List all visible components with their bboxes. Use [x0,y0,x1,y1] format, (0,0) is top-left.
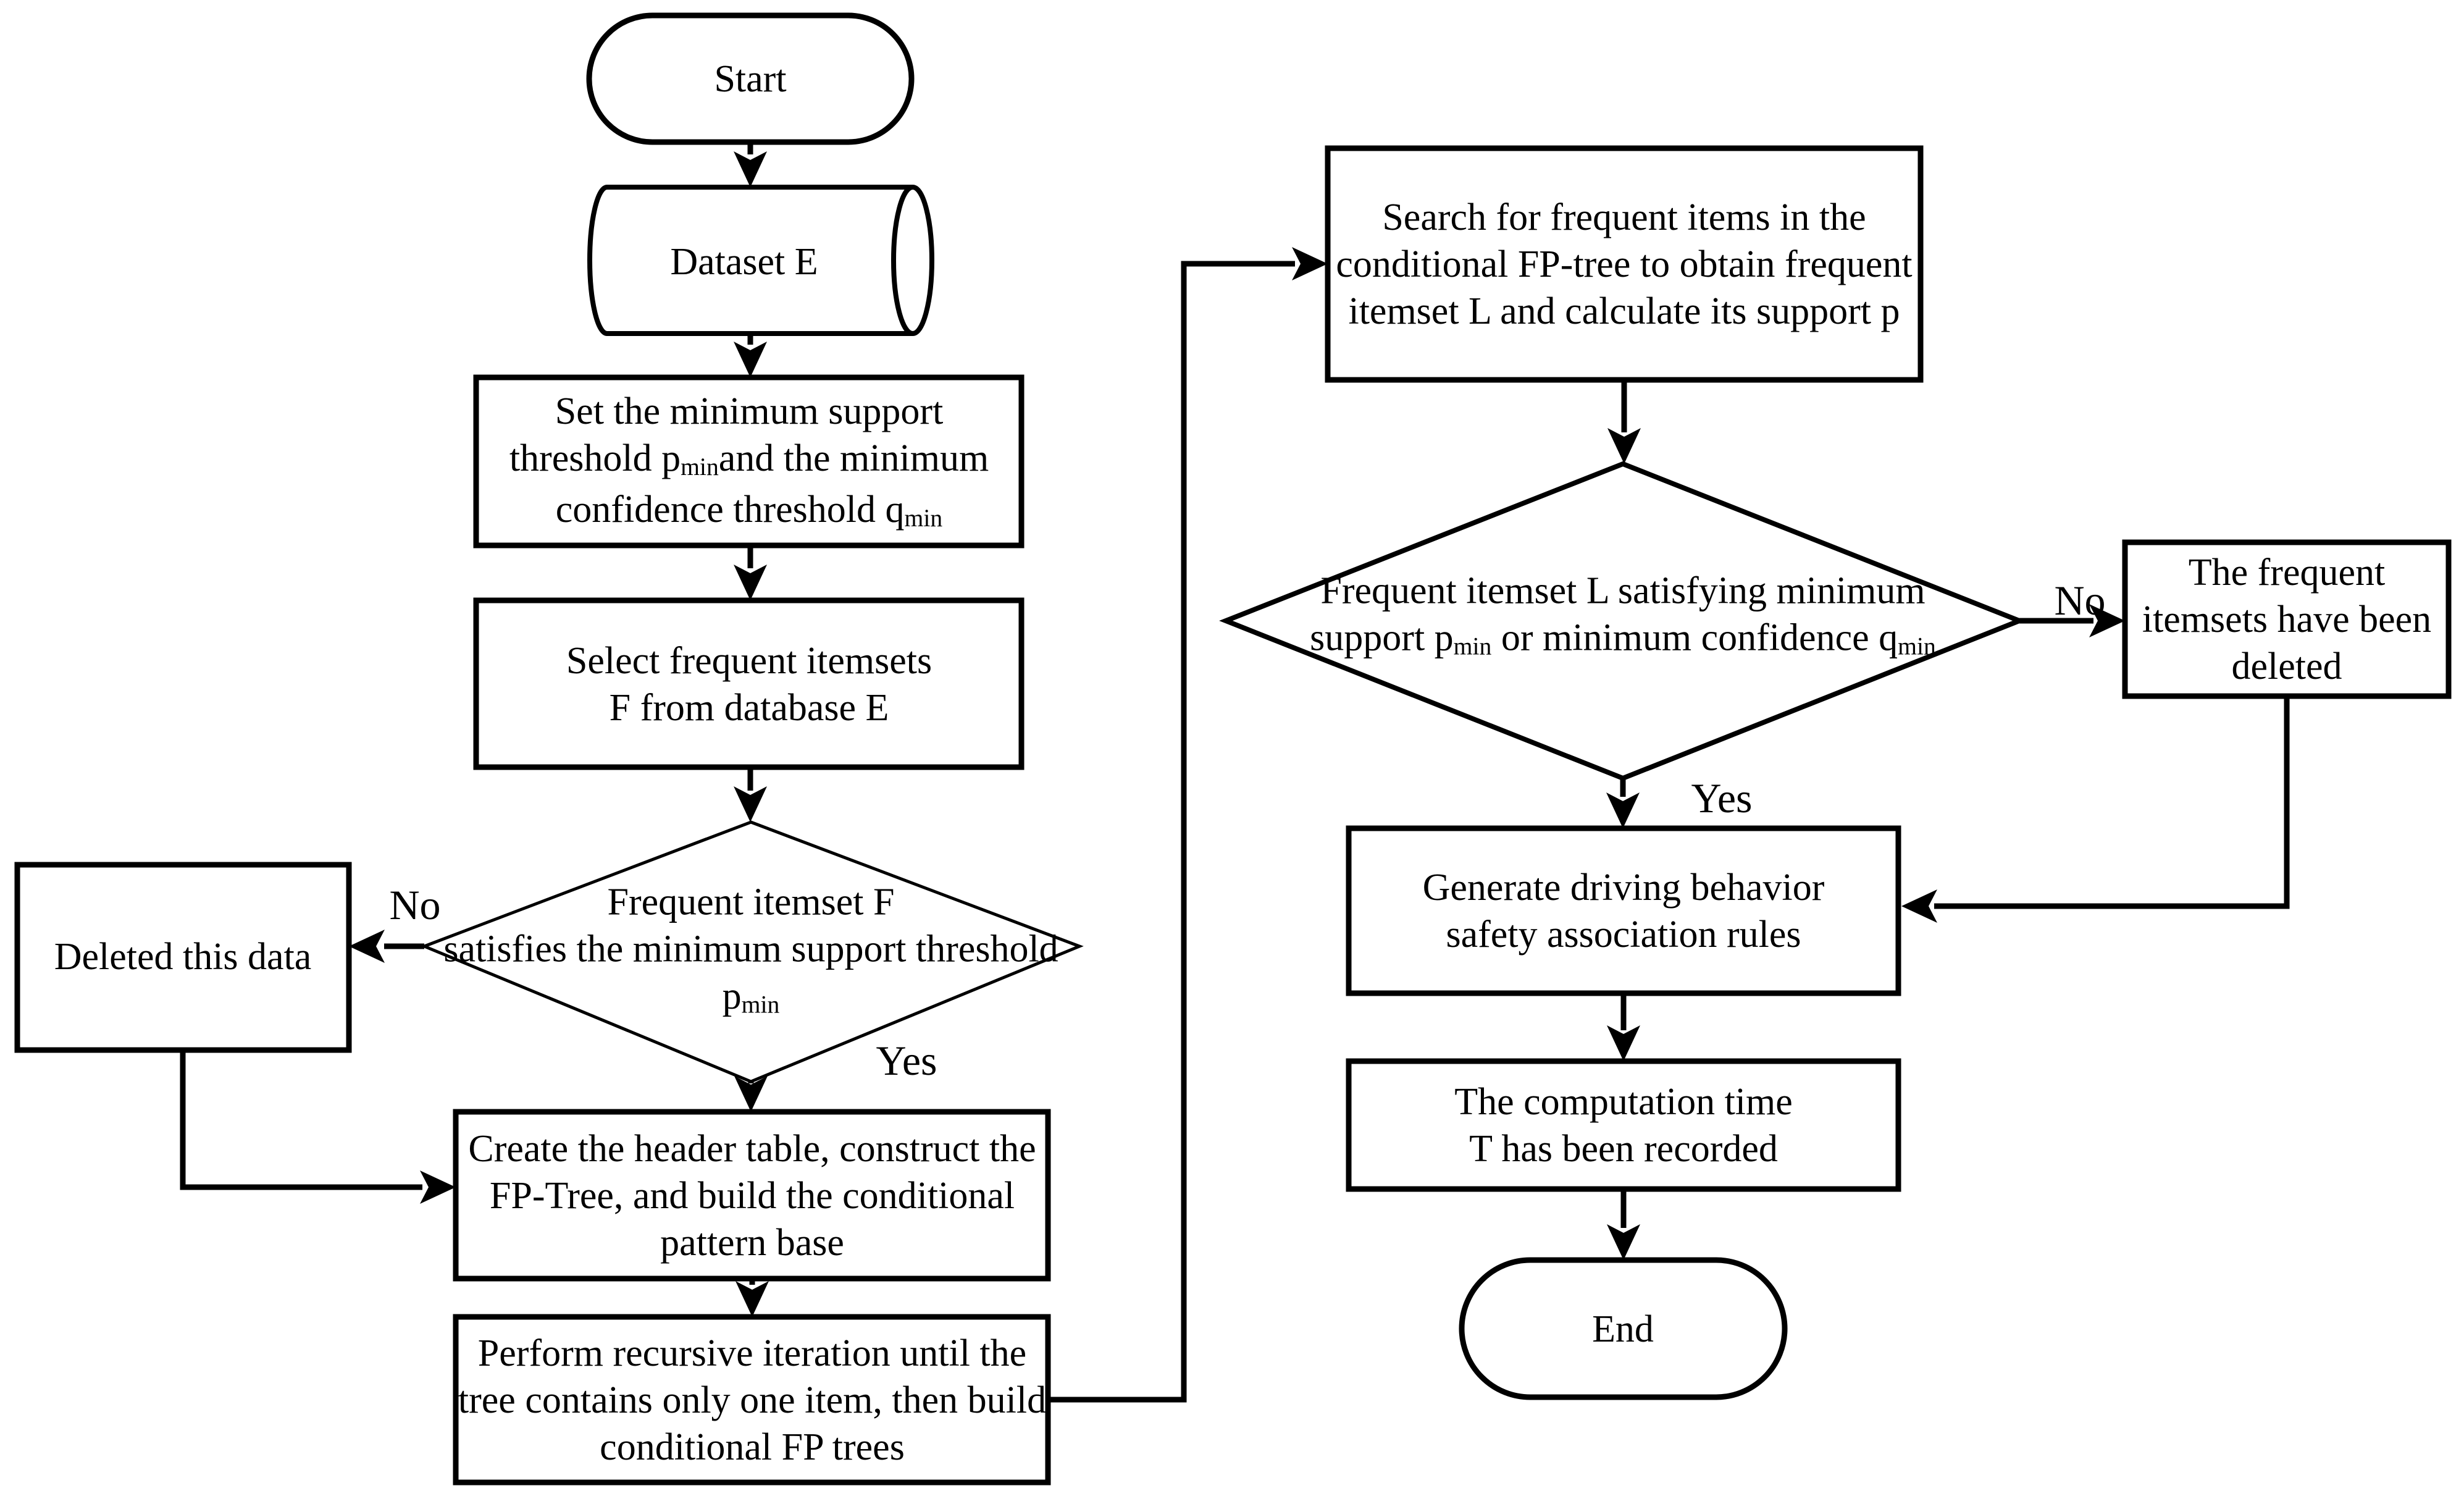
edge-generaterules-computationtime [1607,993,1640,1061]
edge-selectfrequent-decisionf [734,767,767,822]
create-header-label: Create the header table, construct the F… [468,1125,1036,1266]
select-frequent-box [473,597,1025,770]
label-line: The computation time [1454,1081,1793,1123]
label-line: threshold pminand the minimum [509,437,989,481]
label-line: Frequent itemset L satisfying minimum [1320,569,1926,612]
create-header-box [453,1109,1051,1282]
edge-computationtime-end [1607,1189,1640,1260]
perform-recursive-label: Perform recursive iteration until the tr… [458,1330,1046,1471]
label-line: Frequent itemset F [607,881,895,923]
label-line: conditional FP trees [600,1426,905,1468]
dataset-cylinder [587,185,934,336]
edge-decisionl-generaterules-yes [1606,778,1640,828]
label-line: pmin [722,975,780,1019]
edge-createheader-performrecursive [735,1279,769,1317]
dataset-label: Dataset E [670,241,818,283]
label-line: tree contains only one item, then build [458,1379,1047,1421]
end-terminator [1459,1257,1788,1400]
edge-start-dataset [734,142,767,187]
label-line: T has been recorded [1469,1128,1778,1170]
search-frequent-box [1325,145,1924,383]
set-thresholds-box [473,374,1025,548]
label-line: Select frequent itemsets [566,640,932,682]
computation-time-label: The computation time T has been recorded [1454,1078,1793,1172]
no-label-f: No [389,881,441,928]
label-line: Perform recursive iteration until the [477,1332,1027,1374]
decision-f-diamond [420,820,1084,1083]
label-line: The frequent [2188,552,2386,594]
start-label: Start [714,58,787,100]
edge-setthresholds-selectfrequent [734,545,767,600]
label-line: conditional FP-tree to obtain frequent [1336,243,1913,285]
label-line: pattern base [660,1222,844,1264]
start-terminator [586,12,915,145]
edge-deleteddata-createheader [180,1050,456,1204]
edge-decisionl-frequentdeleted-no [2019,604,2125,637]
frequent-deleted-label: The frequent itemsets have been deleted [2142,549,2431,690]
edge-dataset-setthresholds [734,334,767,377]
computation-time-box [1346,1058,1901,1192]
edge-frequentdeleted-generaterules [1901,696,2290,923]
decision-f-label: Frequent itemset F satisfies the minimum… [443,879,1058,1024]
label-line: safety association rules [1446,914,1801,956]
label-line: itemset L and calculate its support p [1348,290,1900,332]
set-thresholds-label: Set the minimum support threshold pminan… [509,388,989,537]
decision-l-label: Frequent itemset L satisfying minimum su… [1310,568,1936,666]
label-line: deleted [2231,645,2342,687]
label-line: confidence threshold qmin [555,489,943,532]
label-line: FP-Tree, and build the conditional [489,1175,1015,1217]
edge-decisionf-deleteddata-no [349,930,424,963]
search-frequent-label: Search for frequent items in the conditi… [1336,194,1912,335]
no-label-l: No [2054,577,2106,624]
perform-recursive-box [453,1314,1051,1485]
label-line: Set the minimum support [555,390,944,432]
yes-label-f: Yes [876,1037,937,1084]
label-line: satisfies the minimum support threshold [443,928,1058,970]
yes-label-l: Yes [1691,775,1753,822]
end-label: End [1592,1308,1654,1350]
label-line: Search for frequent items in the [1382,196,1866,238]
deleted-data-label: Deleted this data [54,936,312,978]
decision-l-diamond [1219,461,2026,781]
select-frequent-label: Select frequent itemsets F from database… [566,637,932,731]
generate-rules-label: Generate driving behavior safety associa… [1423,864,1825,958]
label-line: Generate driving behavior [1422,867,1825,909]
deleted-data-box [14,862,352,1053]
edge-performrecursive-searchfrequent [1048,247,1328,1403]
frequent-deleted-box [2122,539,2452,699]
label-line: itemsets have been [2142,599,2432,641]
label-line: Create the header table, construct the [468,1128,1036,1170]
generate-rules-box [1346,825,1901,996]
label-line: F from database E [609,687,889,729]
edge-searchfrequent-decisionl [1607,380,1641,464]
label-line: support pmin or minimum confidence qmin [1310,616,1936,660]
